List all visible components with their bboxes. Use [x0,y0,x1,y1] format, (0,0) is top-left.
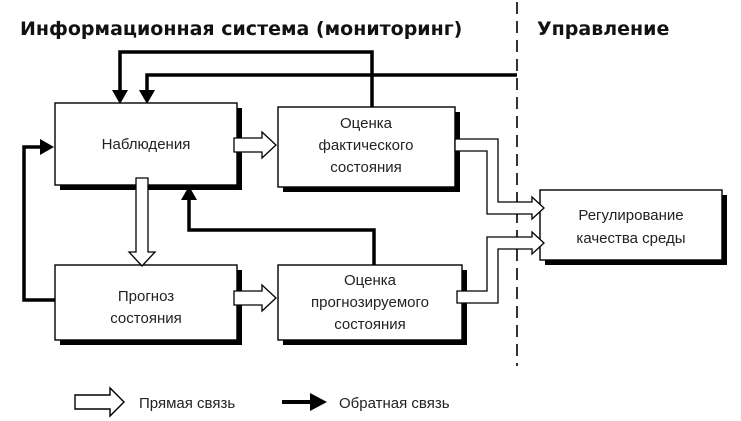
feedback-line-forecast-to-observation [22,145,55,302]
feedback-arrowhead [112,90,128,104]
direct-arrow-forecast-to-regulation [456,230,545,304]
block-forecast: Прогноз состояния [54,264,238,341]
feedback-arrowhead [40,139,54,155]
block-observation: Наблюдения [54,102,238,186]
direct-arrow-observation-to-forecast [127,177,157,267]
block-forecast-assessment-line-3: состояния [334,316,405,333]
feedback-line-forecast-assessment-to-observation [187,200,376,265]
monitoring-heading: Информационная система (мониторинг) [20,18,462,40]
block-actual-assessment-line-3: состояния [330,159,401,176]
block-actual-assessment: Оценка фактического состояния [277,106,456,188]
legend-feedback-arrow-icon [310,393,327,411]
block-observation-label: Наблюдения [102,136,191,153]
feedback-arrowhead [139,90,155,104]
block-regulation-line-2: качества среды [576,230,685,247]
block-regulation: Регулирование качества среды [539,189,723,261]
legend: Прямая связь Обратная связь [74,386,450,418]
direct-arrow-actual-to-regulation [454,138,545,221]
block-forecast-assessment: Оценка прогнозируемого состояния [277,264,463,341]
legend-direct-label: Прямая связь [139,395,235,412]
block-regulation-line-1: Регулирование [578,207,683,224]
legend-direct-arrow-icon [74,386,125,418]
feedback-line-management-to-observation [145,73,517,92]
feedback-line-actual-to-observation [118,50,374,107]
block-forecast-line-2: состояния [110,310,181,327]
direct-links [127,130,545,313]
feedback-arrowhead [181,186,197,200]
direct-arrow-observation-to-actual [233,130,277,160]
direct-arrow-forecast-to-assessment [233,283,277,313]
management-heading: Управление [537,18,669,40]
legend-feedback-label: Обратная связь [339,395,450,412]
block-forecast-assessment-line-1: Оценка [344,272,397,289]
block-actual-assessment-line-2: фактического [319,137,414,154]
block-actual-assessment-line-1: Оценка [340,115,393,132]
block-forecast-line-1: Прогноз [118,288,174,305]
block-forecast-assessment-line-2: прогнозируемого [311,294,429,311]
feedback-lines [22,50,517,302]
